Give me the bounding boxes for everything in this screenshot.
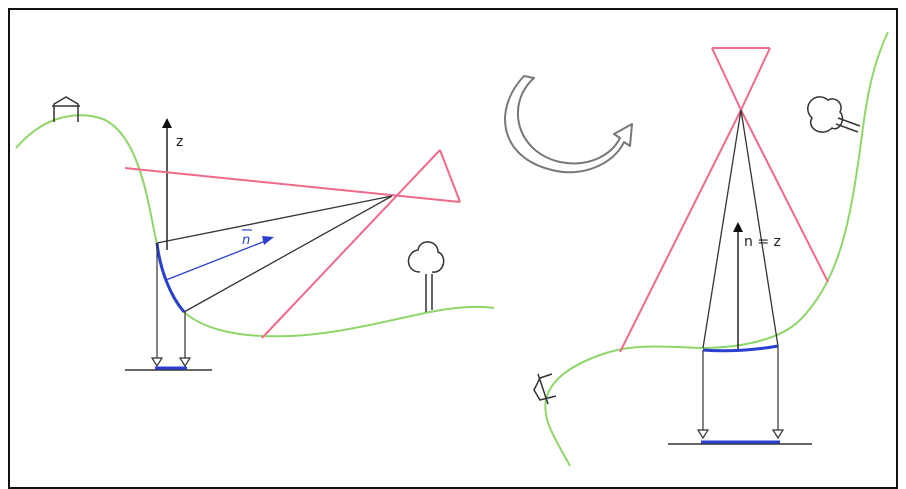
left-axis-label: z bbox=[176, 134, 183, 150]
left-normal-label: n bbox=[242, 233, 250, 248]
right-axis-label: n = z bbox=[744, 234, 781, 250]
